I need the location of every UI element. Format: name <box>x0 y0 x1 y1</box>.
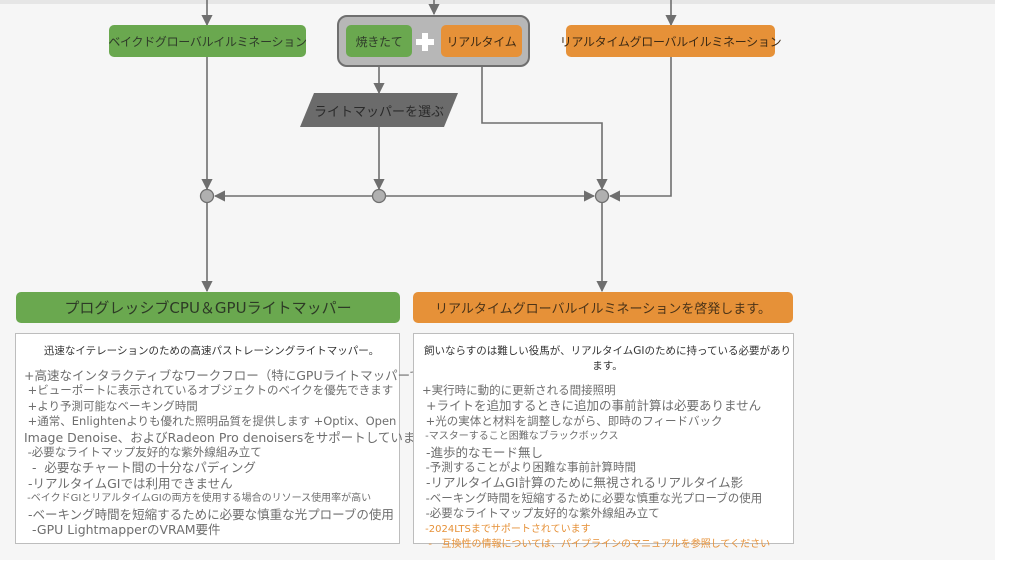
baked-label: 焼きたて <box>355 34 403 49</box>
parallelogram-shape <box>300 93 458 127</box>
con-item: - 互換性の情報については、パイプラインのマニュアルを参照してください <box>422 539 771 551</box>
enlighten-realtime-gi-heading: リアルタイムグローバルイルミネーションを啓発します。 <box>413 292 793 323</box>
plus-icon <box>416 33 434 51</box>
junction-node-right <box>594 188 610 204</box>
realtime-gi-node[interactable]: リアルタイムグローバルイルミネーション <box>560 25 782 57</box>
con-item: -ベイクドGIとリアルタイムGIの両方を使用する場合のリソース使用率が高い <box>24 493 372 505</box>
pro-item: +ビューポートに表示されているオブジェクトのベイクを優先できます <box>24 383 394 398</box>
choose-lightmapper-decision[interactable]: ライトマッパーを選ぶ <box>300 93 458 127</box>
con-item: -必要なライトマップ友好的な紫外線組み立て <box>24 445 262 460</box>
connector-realtime-gi-to-right-node <box>608 57 672 202</box>
progressive-lightmapper-panel: 迅速なイテレーションのための高速パストレーシングライトマッパー。 +高速なインタ… <box>15 333 435 544</box>
realtime-node[interactable]: リアルタイム <box>441 25 522 57</box>
junction-node-middle <box>371 188 387 204</box>
right-heading-label: リアルタイムグローバルイルミネーションを啓発します。 <box>435 302 771 317</box>
con-item: -2024LTSまでサポートされています <box>422 523 591 535</box>
progressive-lightmapper-heading: プログレッシブCPU＆GPUライトマッパー <box>16 292 400 323</box>
pro-item: +光の実体と材料を調整しながら、即時のフィードバック <box>422 413 723 428</box>
con-item: - 必要なチャート間の十分なパディング <box>24 460 256 476</box>
baked-gi-label: ベイクドグローバルイルミネーション <box>108 34 307 49</box>
right-panel-subtitle: 飼いならすのは難しい役馬が、リアルタイムGIのために持っている必要があります。 <box>424 345 791 372</box>
enlighten-realtime-gi-panel: 飼いならすのは難しい役馬が、リアルタイムGIのために持っている必要があります。 … <box>413 333 794 550</box>
con-item: -GPU LightmapperのVRAM要件 <box>24 522 221 538</box>
con-item: -予測することがより困難な事前計算時間 <box>422 460 636 475</box>
baked-node[interactable]: 焼きたて <box>346 25 412 57</box>
pro-item: +通常、Enlightenよりも優れた照明品質を提供します +Optix、Ope… <box>24 414 397 429</box>
pro-item: +より予測可能なベーキング時間 <box>24 398 198 413</box>
con-item: Image Denoise、およびRadeon Pro denoisersをサポ… <box>24 429 428 445</box>
junction-node-left <box>199 188 215 204</box>
con-item: -ベーキング時間を短縮するために必要な慎重な光プローブの使用 <box>24 506 394 522</box>
connector-layer <box>199 0 677 293</box>
decision-label: ライトマッパーを選ぶ <box>313 104 444 120</box>
con-item: -必要なライトマップ友好的な紫外線組み立て <box>422 506 660 521</box>
realtime-gi-label: リアルタイムグローバルイルミネーション <box>559 34 782 49</box>
baked-gi-node[interactable]: ベイクドグローバルイルミネーション <box>108 25 307 57</box>
right-panel-list: +実行時に動的に更新される間接照明 +ライトを追加するときに追加の事前計算は必要… <box>422 383 793 552</box>
left-heading-label: プログレッシブCPU＆GPUライトマッパー <box>64 299 352 317</box>
con-item: -リアルタイムGIでは利用できません <box>24 475 233 491</box>
con-item: -ベーキング時間を短縮するために必要な慎重な光プローブの使用 <box>422 490 763 505</box>
pro-item: +高速なインタラクティブなワークフロー（特にGPUライトマッパーで） <box>24 368 435 383</box>
pro-item: +実行時に動的に更新される間接照明 <box>422 383 616 397</box>
connector-realtime-to-right-node <box>481 57 608 191</box>
pro-item: +ライトを追加するときに追加の事前計算は必要ありません <box>422 398 762 414</box>
left-panel-subtitle: 迅速なイテレーションのための高速パストレーシングライトマッパー。 <box>43 345 380 357</box>
con-item: -マスターすること困難なブラックボックス <box>422 431 619 443</box>
con-item: -リアルタイムGI計算のために無視されるリアルタイム影 <box>422 475 744 491</box>
con-item: -進歩的なモード無し <box>422 444 543 460</box>
top-strip <box>0 0 995 4</box>
left-panel-list: +高速なインタラクティブなワークフロー（特にGPUライトマッパーで） +ビューポ… <box>24 368 435 538</box>
realtime-label: リアルタイム <box>446 34 517 49</box>
